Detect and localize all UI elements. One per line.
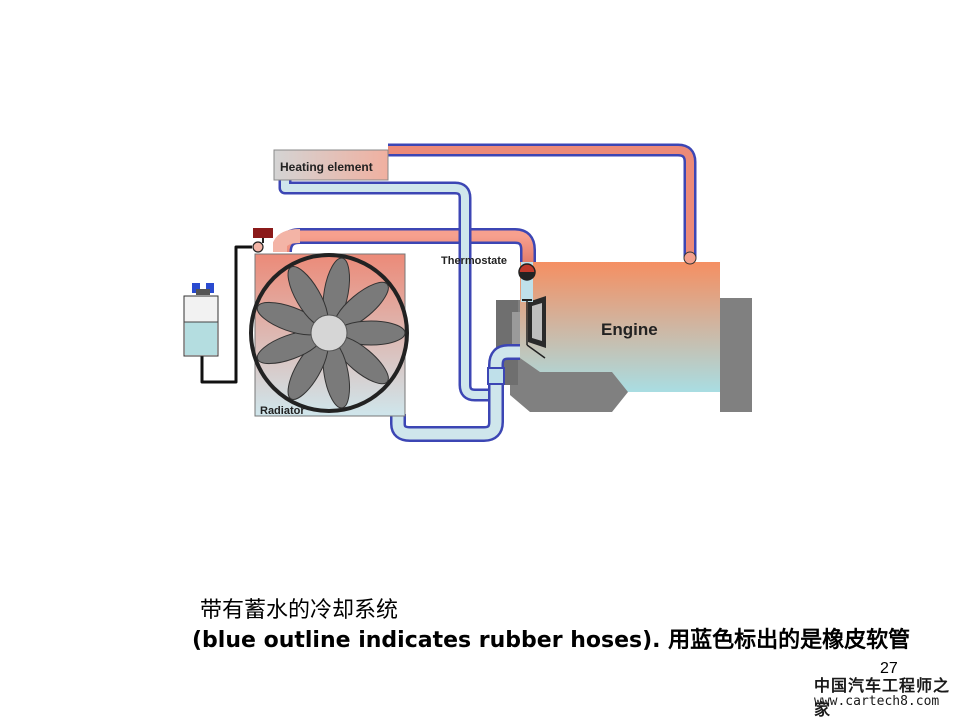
fan bbox=[249, 253, 409, 413]
heater-supply-hose bbox=[388, 143, 697, 265]
watermark-url: www.cartech8.com bbox=[814, 694, 940, 709]
upper-radiator-hose bbox=[273, 228, 536, 262]
engine-label: Engine bbox=[601, 320, 658, 339]
thermostat bbox=[518, 262, 546, 359]
radiator-cap bbox=[252, 228, 273, 253]
lower-radiator-hose bbox=[390, 344, 520, 442]
caption-line-2: (blue outline indicates rubber hoses). 用… bbox=[192, 628, 911, 653]
heating-element: Heating element bbox=[273, 149, 389, 181]
thermostat-label: Thermostate bbox=[441, 255, 507, 267]
page-number: 27 bbox=[880, 660, 898, 677]
engine-body bbox=[520, 262, 720, 392]
heater-return-hose bbox=[278, 180, 492, 402]
watermark-name: 中国汽车工程师之家 bbox=[814, 676, 951, 719]
heating-element-label: Heating element bbox=[280, 160, 373, 174]
expansion-tank bbox=[183, 283, 219, 357]
overflow-tube bbox=[200, 245, 252, 384]
radiator-label: Radiator bbox=[260, 405, 305, 417]
fan-blades bbox=[256, 257, 406, 409]
caption-line-1: 带有蓄水的冷却系统 bbox=[200, 598, 399, 623]
